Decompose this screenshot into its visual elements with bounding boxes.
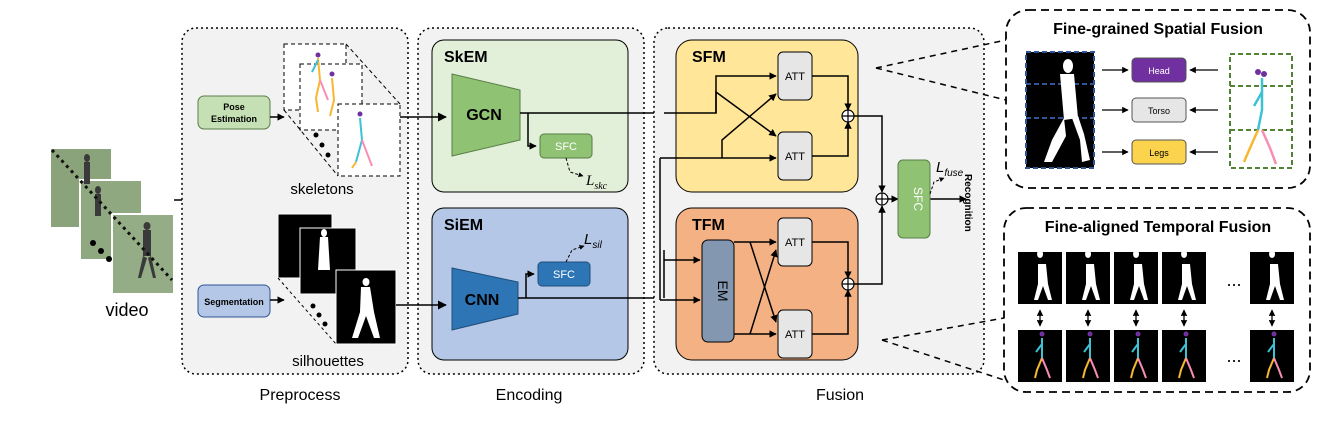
temporal-ellipsis-top: ... xyxy=(1226,270,1241,290)
cnn-block xyxy=(451,267,519,331)
part-legs-label: Legs xyxy=(1149,148,1169,158)
temporal-skeleton-torso xyxy=(1035,338,1043,358)
video-label: video xyxy=(105,300,148,320)
temporal-skeleton-leg xyxy=(1130,357,1139,379)
part-arrows xyxy=(1102,66,1218,156)
fusion-sfc-box xyxy=(897,159,931,239)
sfm-title: SFM xyxy=(692,49,726,66)
siem-title: SiEM xyxy=(444,217,483,234)
temporal-skeleton-leg xyxy=(1034,357,1043,379)
part-torso-box xyxy=(1131,97,1187,123)
siem-loss: Lsil xyxy=(584,231,603,251)
temporal-skeleton-head xyxy=(1271,331,1277,337)
temporal-skeleton-torso xyxy=(1267,338,1275,358)
segmentation-label: Segmentation xyxy=(204,297,264,307)
spatial-skeleton xyxy=(1229,53,1293,169)
sfm-att-top-label: ATT xyxy=(785,71,805,83)
sfm-att-bottom-label: ATT xyxy=(785,151,805,163)
preprocess-title: Preprocess xyxy=(260,387,341,404)
temporal-silhouette-figure xyxy=(1266,250,1284,300)
part-torso-label: Torso xyxy=(1148,106,1170,116)
encoding-title: Encoding xyxy=(496,387,563,404)
gcn-block xyxy=(451,73,521,157)
gcn-label: GCN xyxy=(466,107,502,124)
temporal-skeleton-leg xyxy=(1041,357,1051,379)
temporal-skeleton-leg xyxy=(1137,357,1147,379)
temporal-skeleton-torso xyxy=(1179,338,1187,358)
siem-sfc-box xyxy=(537,261,591,287)
skem-loss: Lskc xyxy=(585,173,608,192)
temporal-frames xyxy=(1018,250,1294,382)
segmentation-box xyxy=(197,284,271,318)
temporal-skeleton-head xyxy=(1135,331,1141,337)
spatial-panel-title: Fine-grained Spatial Fusion xyxy=(1053,21,1263,38)
temporal-skeleton-head xyxy=(1039,331,1045,337)
temporal-skeleton-frame xyxy=(1066,330,1110,382)
temporal-silhouette-figure xyxy=(1178,250,1196,300)
skem-title: SkEM xyxy=(444,49,488,66)
fusion-sfc-label: SFC xyxy=(911,187,925,211)
temporal-skeleton-head xyxy=(1087,331,1093,337)
temporal-skeleton-frame xyxy=(1162,330,1206,382)
fusion-title: Fusion xyxy=(816,387,864,404)
tfm-title: TFM xyxy=(692,217,725,234)
encoding-connectors xyxy=(396,112,664,310)
temporal-skeleton-frame xyxy=(1114,330,1158,382)
video-frames xyxy=(49,147,175,295)
zoom-leaders xyxy=(875,39,1007,381)
skeletons-label: skeletons xyxy=(290,181,353,198)
em-label: EM xyxy=(715,281,731,302)
temporal-silhouette-figure xyxy=(1082,250,1100,300)
sum-nodes xyxy=(841,109,889,291)
temporal-skeleton-leg xyxy=(1185,357,1195,379)
silhouettes-label: silhouettes xyxy=(292,353,364,370)
temporal-skeleton-head xyxy=(1183,331,1189,337)
pose-estimation-box xyxy=(197,95,271,130)
temporal-skeleton-frame xyxy=(1250,330,1294,382)
temporal-panel-title: Fine-aligned Temporal Fusion xyxy=(1045,219,1271,236)
fusion-connectors xyxy=(659,72,967,338)
temporal-skeleton-leg xyxy=(1273,357,1283,379)
tfm-att-bottom-label: ATT xyxy=(785,329,805,341)
skem-sfc-label: SFC xyxy=(555,141,577,153)
tfm-att-top-label: ATT xyxy=(785,237,805,249)
part-boxes: Head Torso Legs xyxy=(1131,57,1187,165)
temporal-skeleton-frame xyxy=(1018,330,1062,382)
skeleton-stack xyxy=(283,43,401,177)
temporal-skeleton-torso xyxy=(1131,338,1139,358)
temporal-skeleton-leg xyxy=(1082,357,1091,379)
em-block xyxy=(701,239,735,343)
temporal-ellipsis-bottom: ... xyxy=(1226,346,1241,366)
temporal-skeleton-torso xyxy=(1083,338,1091,358)
temporal-skeleton-leg xyxy=(1178,357,1187,379)
recognition-label: Recognition xyxy=(962,174,973,232)
siem-sfc-label: SFC xyxy=(553,269,575,281)
temporal-skeleton-leg xyxy=(1266,357,1275,379)
cnn-label: CNN xyxy=(465,292,500,309)
temporal-silhouette-figure xyxy=(1034,250,1052,300)
temporal-silhouette-figure xyxy=(1130,250,1148,300)
silhouette-stack xyxy=(277,213,397,345)
part-head-box xyxy=(1131,57,1187,83)
fusion-loss: Lfuse xyxy=(936,159,964,179)
temporal-skeleton-leg xyxy=(1089,357,1099,379)
part-legs-box xyxy=(1131,139,1187,165)
part-head-label: Head xyxy=(1148,66,1170,76)
spatial-silhouette xyxy=(1025,51,1095,169)
